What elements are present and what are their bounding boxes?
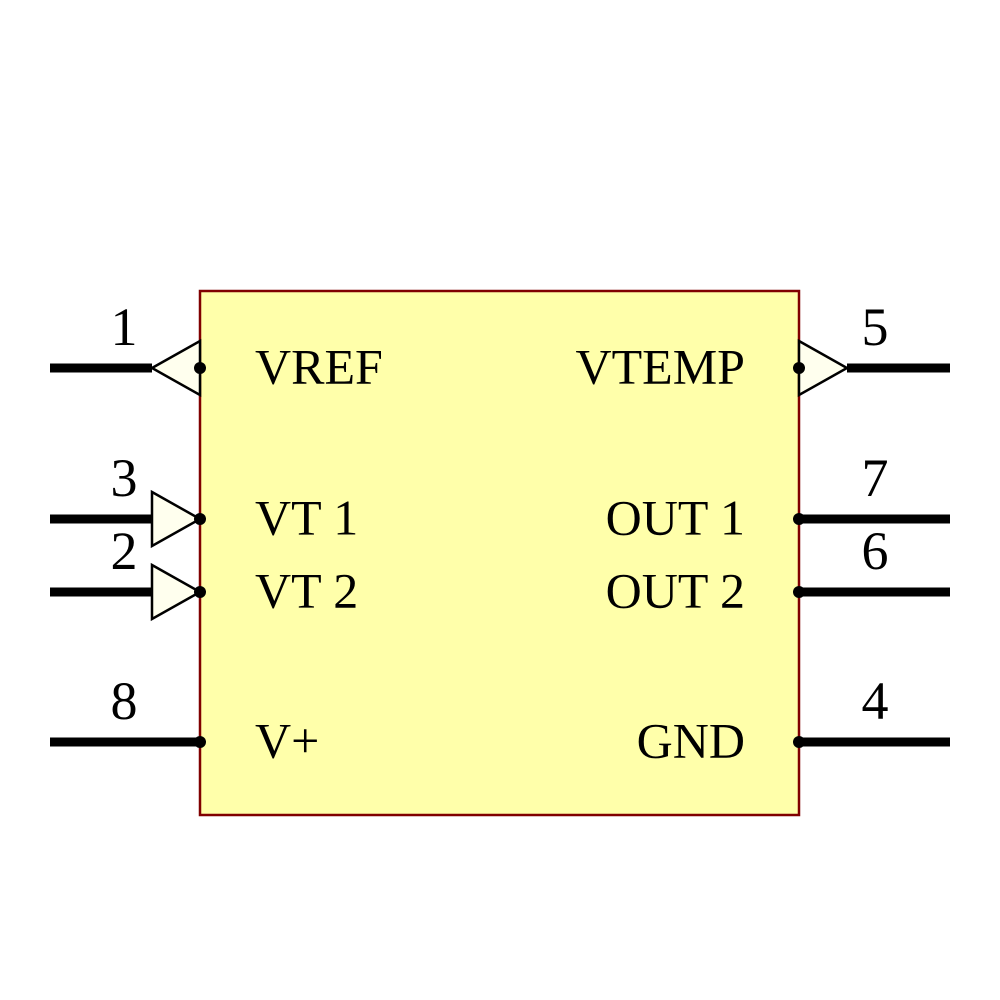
pin-5-vtemp[interactable]: 5 VTEMP: [576, 297, 889, 394]
pin-6-out2[interactable]: 6 OUT 2: [606, 521, 889, 618]
pin-3-vt1[interactable]: 3 VT 1: [111, 448, 359, 545]
component-body: [198, 289, 801, 817]
pin-3-label: VT 1: [255, 489, 358, 545]
pin-1-number: 1: [111, 297, 138, 357]
pin-1-vref[interactable]: 1 VREF: [111, 297, 383, 394]
pin-6-number: 6: [862, 521, 889, 581]
pin-dot-6: [793, 586, 805, 598]
pin-3-number: 3: [111, 448, 138, 508]
pin-dot-4: [793, 736, 805, 748]
pin-1-label: VREF: [255, 338, 383, 394]
pin-marker-5-output-triangle-right: [797, 338, 850, 398]
pin-7-number: 7: [862, 448, 889, 508]
pin-2-label: VT 2: [255, 562, 358, 618]
pin-5-number: 5: [862, 297, 889, 357]
pin-dot-2: [194, 586, 206, 598]
pin-8-label: V+: [255, 712, 319, 768]
pin-5-label: VTEMP: [576, 338, 745, 394]
pin-marker-2-input-triangle-right: [150, 562, 203, 622]
pin-dot-1: [194, 362, 206, 374]
pin-2-vt2[interactable]: 2 VT 2: [111, 521, 359, 618]
pin-8-number: 8: [111, 671, 138, 731]
pin-marker-1-output-triangle-left: [149, 338, 202, 398]
pin-marker-3-input-triangle-right: [150, 489, 203, 549]
pin-4-gnd[interactable]: 4 GND: [637, 671, 889, 768]
pin-4-number: 4: [862, 671, 889, 731]
pin-6-label: OUT 2: [606, 562, 745, 618]
pin-group: [50, 338, 950, 748]
pin-dot-5: [793, 362, 805, 374]
pin-7-out1[interactable]: 7 OUT 1: [606, 448, 889, 545]
pin-7-label: OUT 1: [606, 489, 745, 545]
pin-2-number: 2: [111, 521, 138, 581]
pin-4-label: GND: [637, 712, 745, 768]
pin-dot-7: [793, 513, 805, 525]
pin-8-vplus[interactable]: 8 V+: [111, 671, 320, 768]
pin-dot-3: [194, 513, 206, 525]
pin-dot-8: [194, 736, 206, 748]
